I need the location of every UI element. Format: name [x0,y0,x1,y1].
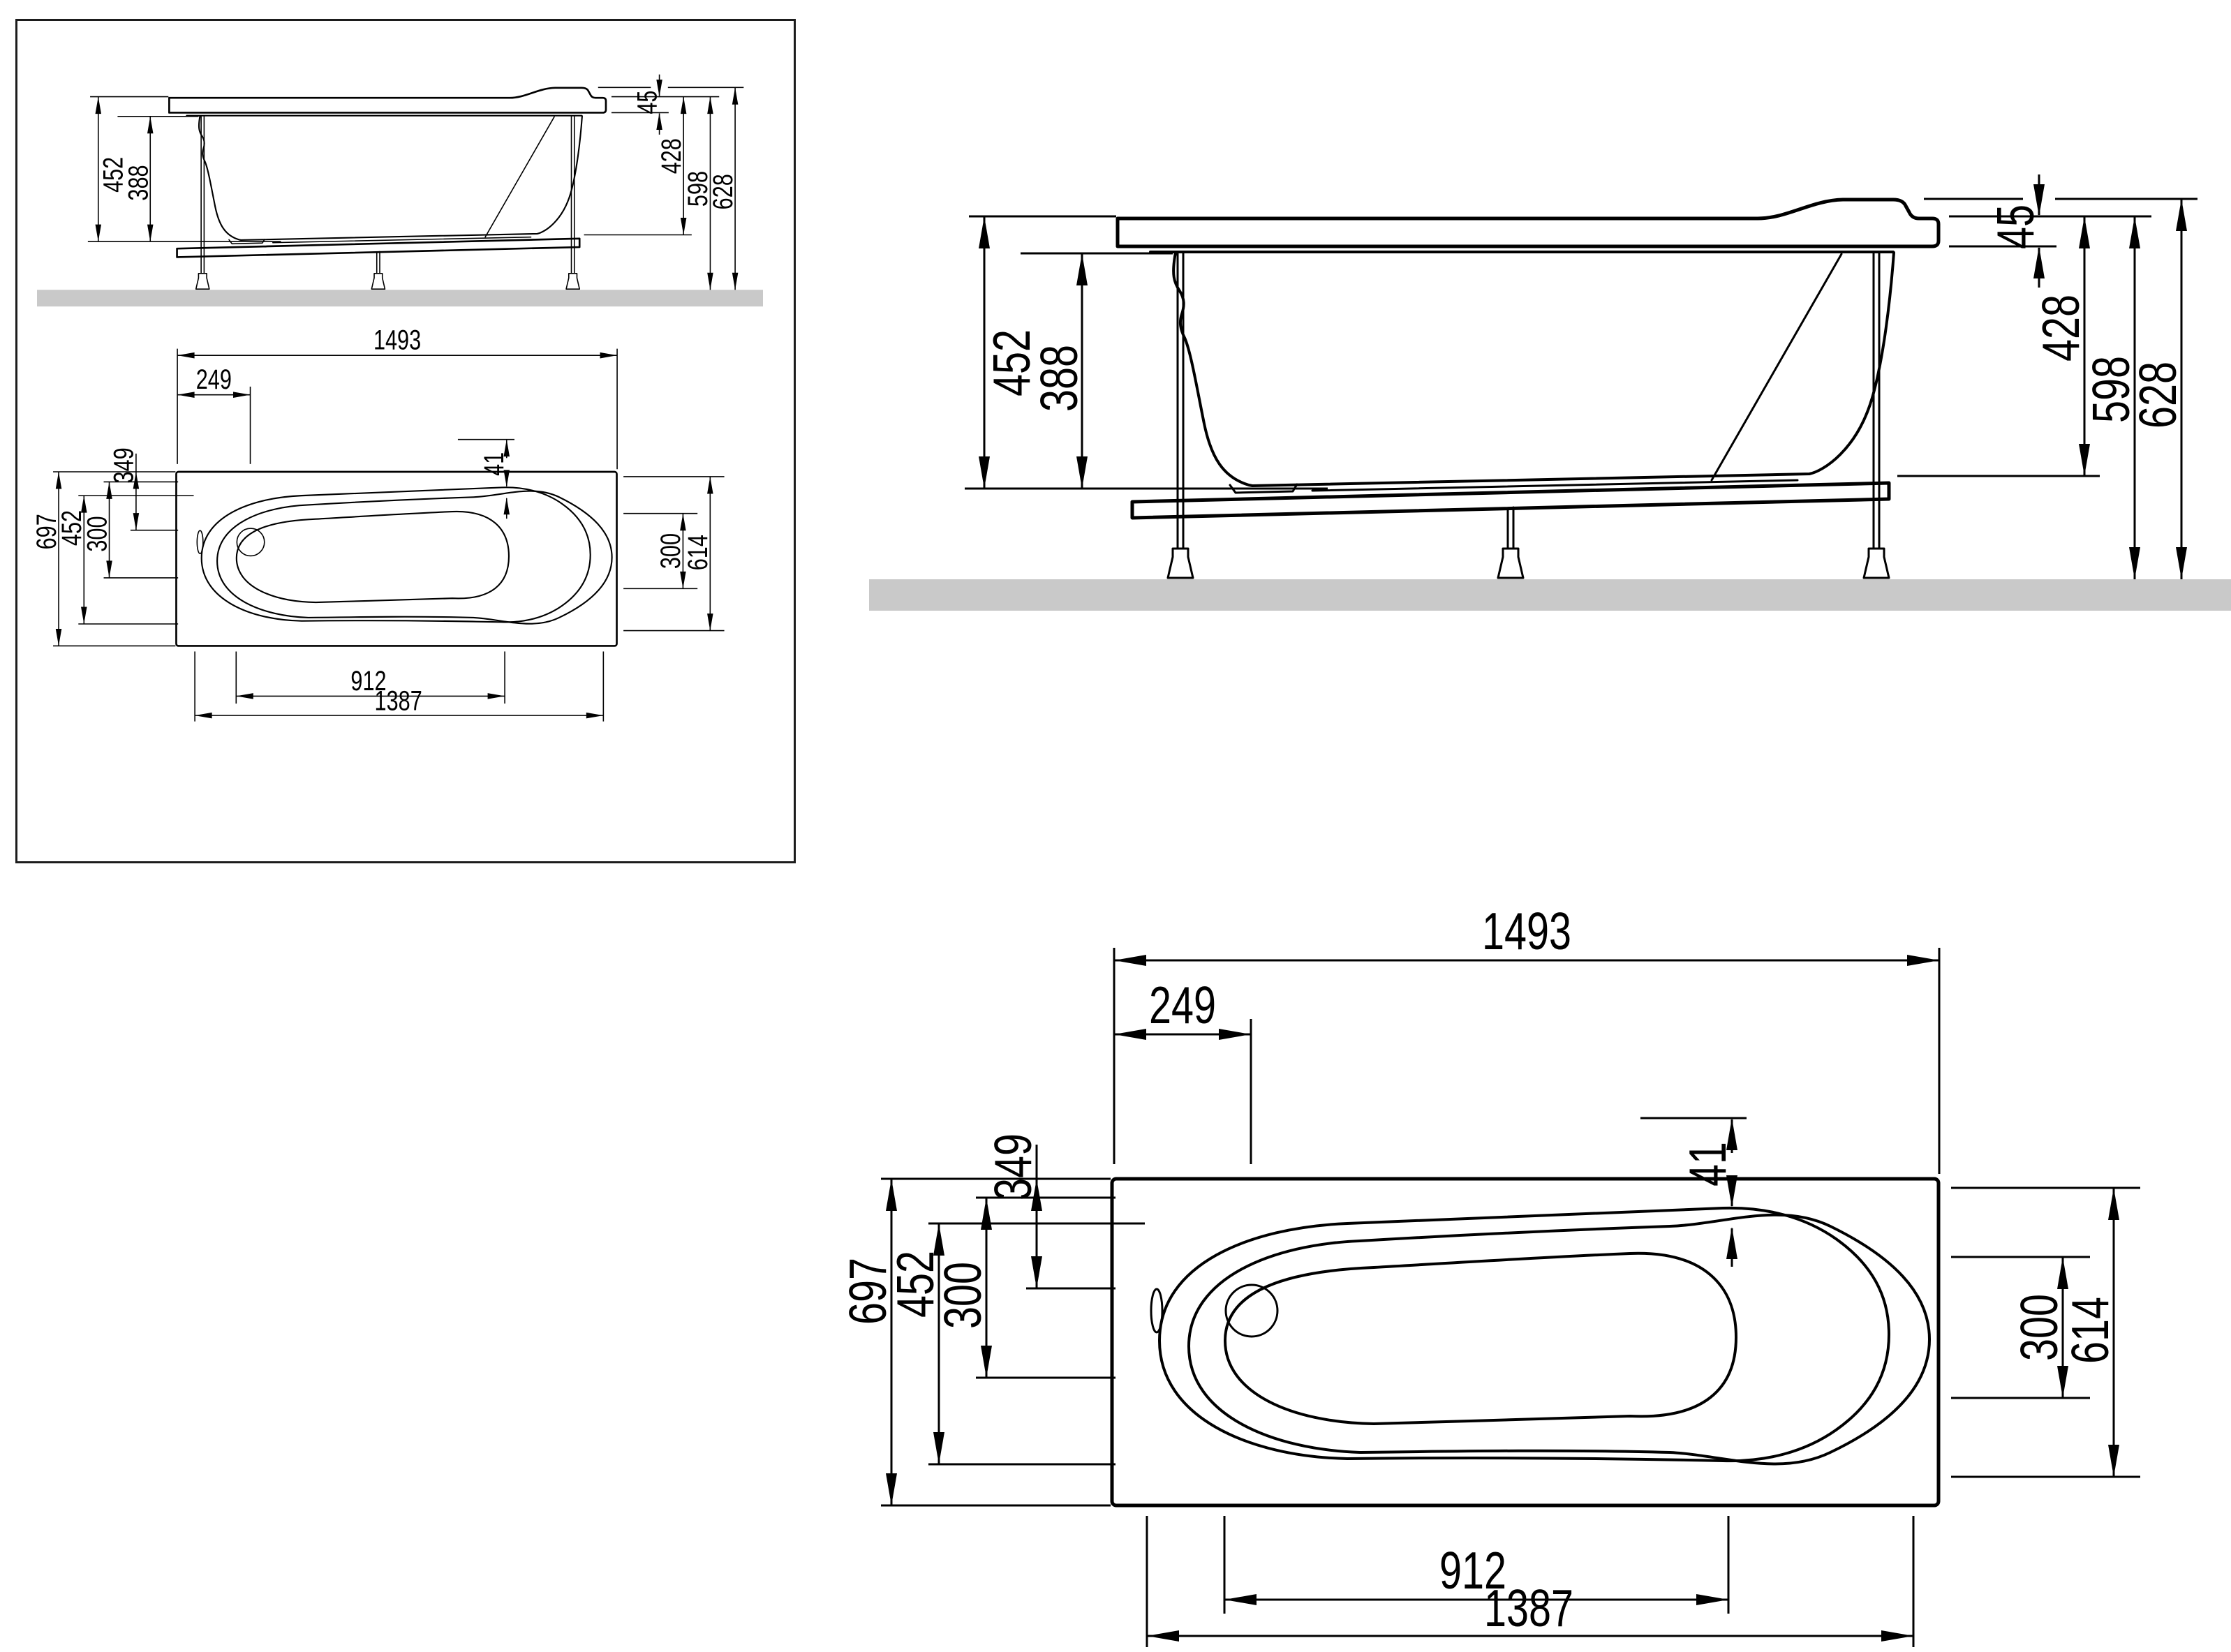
thumbnail-plan-view [30,320,774,725]
thumbnail-panel [15,19,796,863]
thumbnail-side-view [37,34,763,308]
large-side-view [869,98,2231,614]
large-plan-view [838,893,2231,1652]
